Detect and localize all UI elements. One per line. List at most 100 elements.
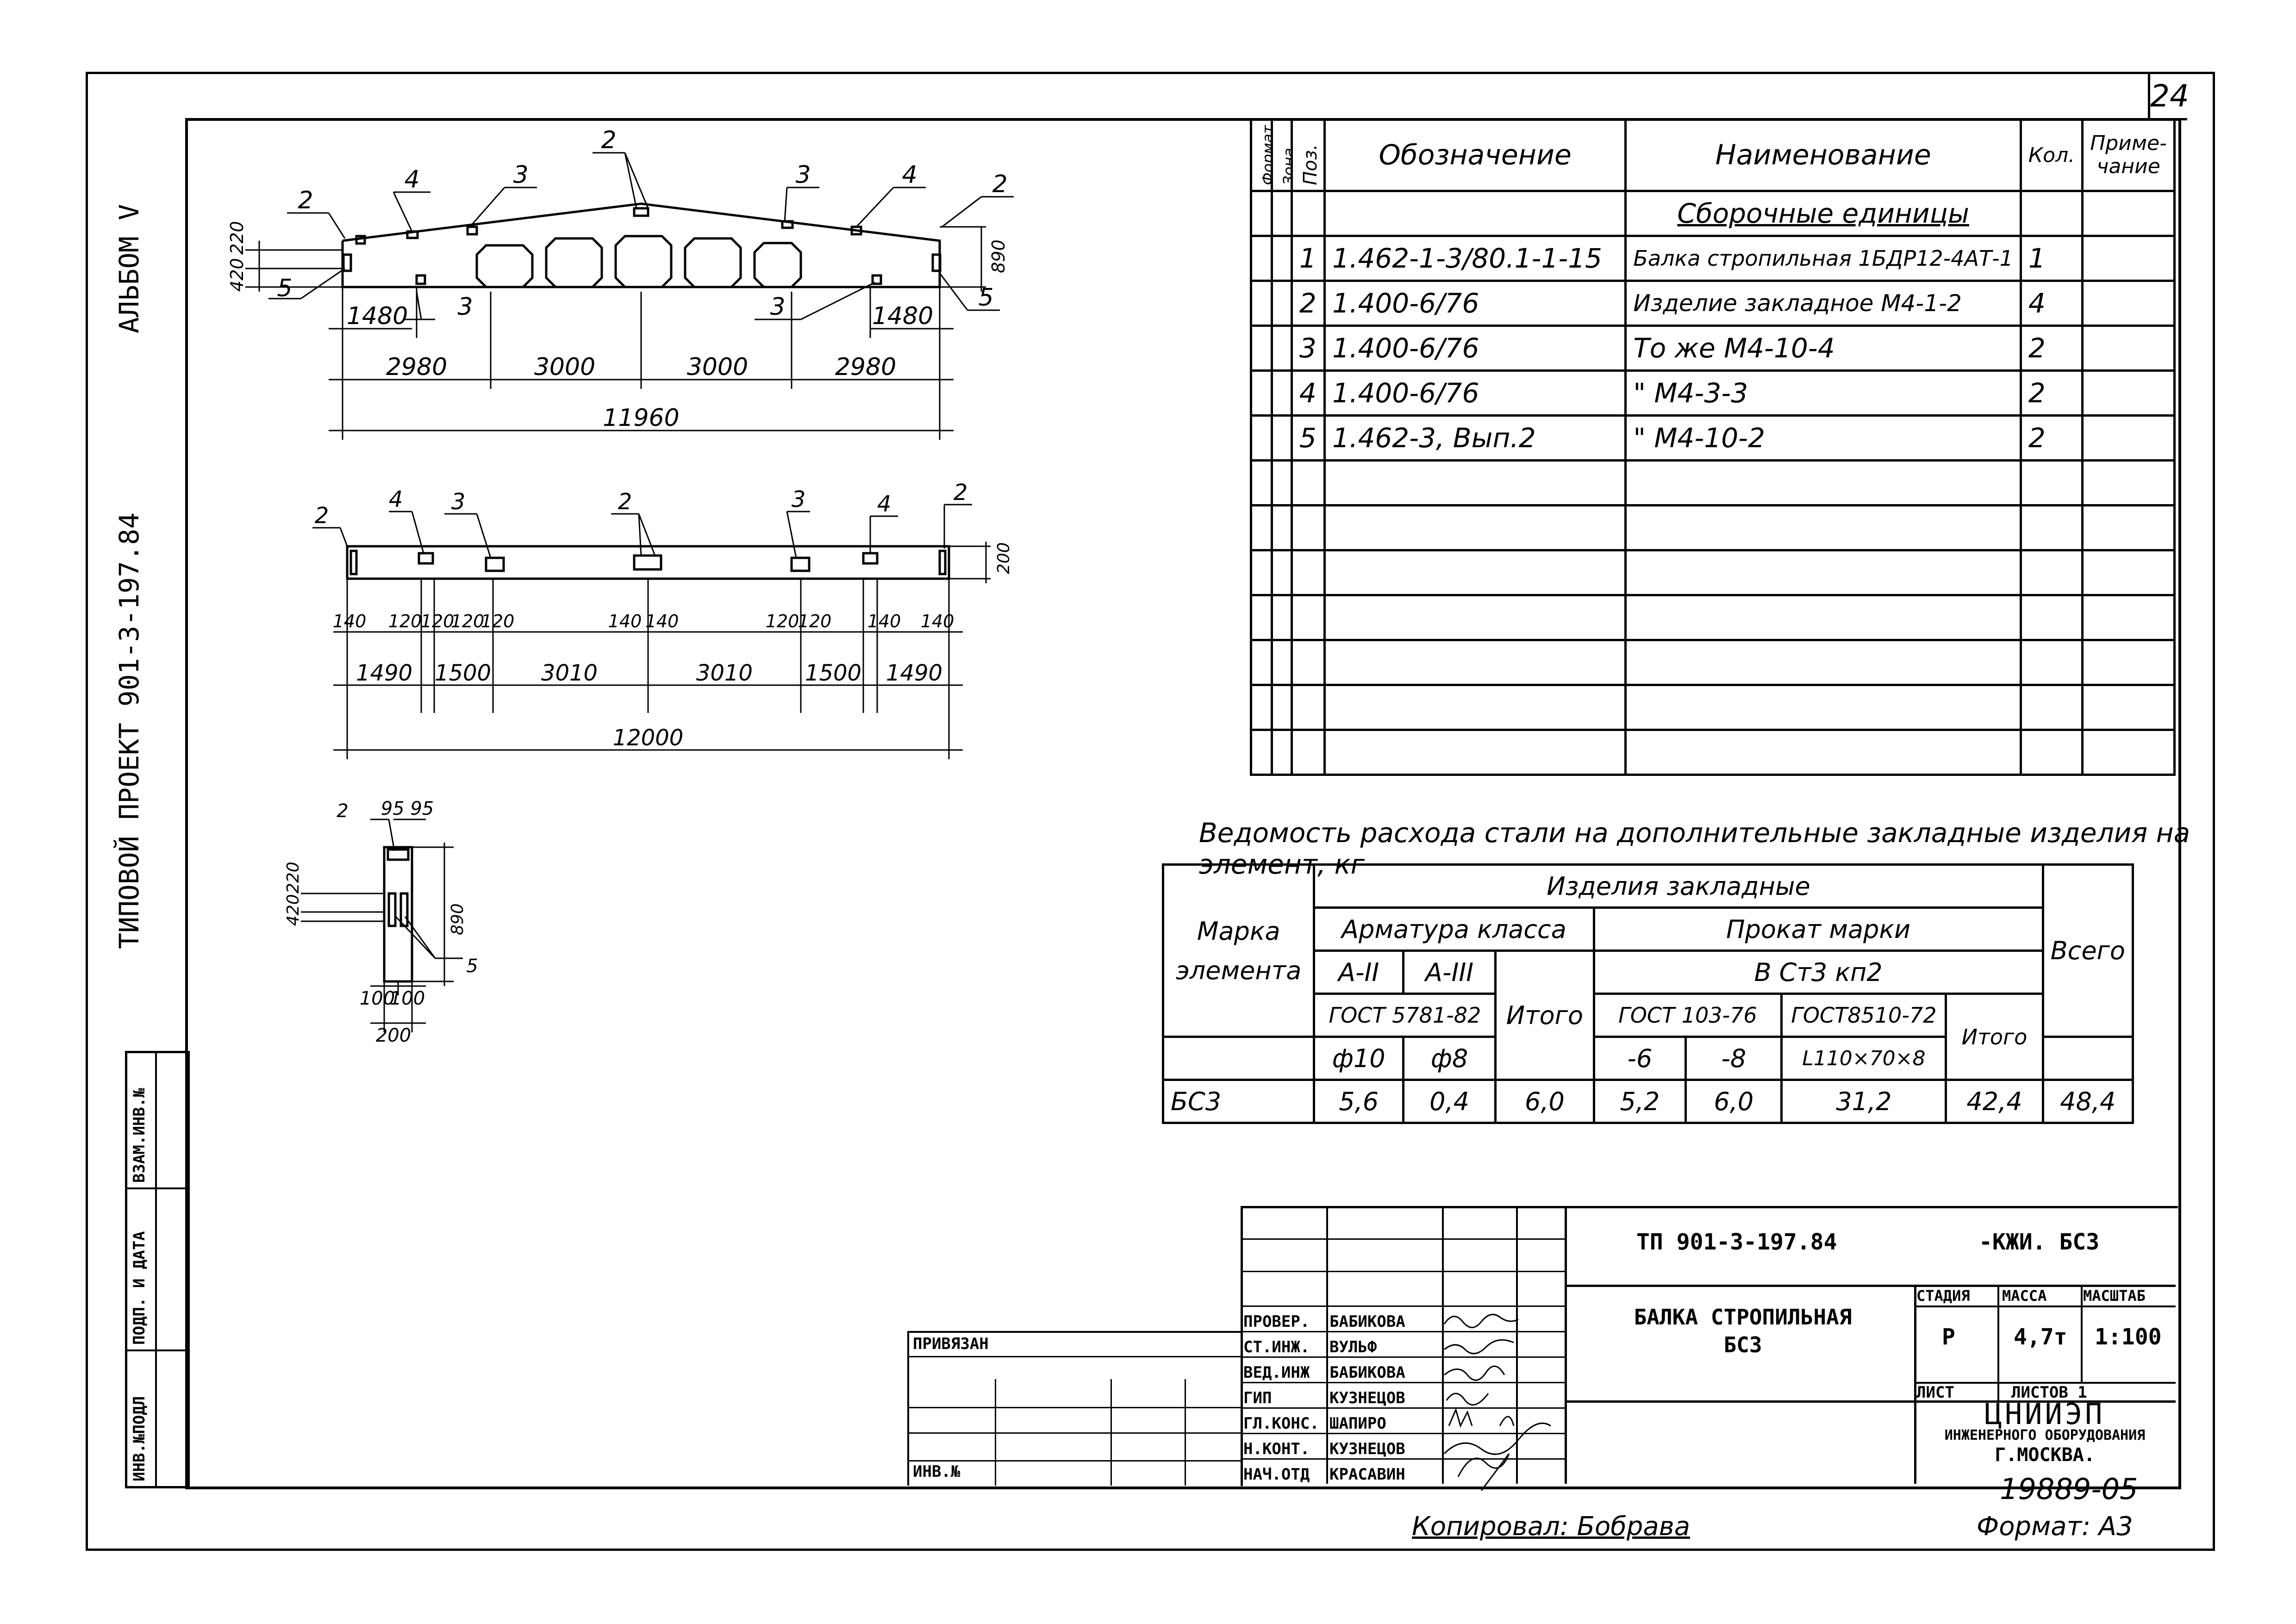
mass-value: 4,7т bbox=[2014, 1324, 2067, 1350]
person-name: КУЗНЕЦОВ bbox=[1329, 1440, 1405, 1458]
elev-callout: 3 bbox=[795, 161, 811, 189]
elev-dim-total: 11960 bbox=[603, 404, 679, 432]
plan-callout: 2 bbox=[315, 503, 329, 529]
plan-dim-small: 140 bbox=[867, 611, 901, 631]
copied-by: Копировал: Бобрава bbox=[1412, 1512, 1691, 1542]
h-gost103: ГОСТ 103-76 bbox=[1592, 993, 1783, 1038]
section-dim-100-right: 100 bbox=[390, 988, 425, 1009]
h-d10: ф10 bbox=[1313, 1036, 1404, 1081]
plan-callout: 2 bbox=[618, 489, 632, 515]
specification-table: Формат Зона Поз. Обозначение Наименовани… bbox=[1250, 118, 2176, 776]
album-label: АЛЬБОМ V bbox=[113, 204, 145, 333]
plan-dim-seg: 1500 bbox=[435, 660, 491, 686]
elev-dim-1480-right: 1480 bbox=[872, 302, 933, 330]
row-pos: 3 bbox=[1290, 325, 1326, 372]
person-name: БАБИКОВА bbox=[1329, 1363, 1405, 1382]
row-qty: 4 bbox=[2019, 280, 2084, 327]
row-g103-8: 6,0 bbox=[1685, 1079, 1783, 1124]
h-gost8510: ГОСТ8510-72 bbox=[1780, 993, 1947, 1038]
h-element: Марка элемента bbox=[1161, 863, 1316, 1038]
row-pos: 1 bbox=[1290, 235, 1326, 282]
row-name: Изделие закладное М4-1-2 bbox=[1624, 280, 2022, 327]
elev-callout: 4 bbox=[404, 166, 419, 194]
person-name: КРАСАВИН bbox=[1329, 1465, 1405, 1484]
h-itogo-rebar: Итого bbox=[1494, 949, 1595, 1081]
elev-dim-seg: 2980 bbox=[386, 353, 447, 381]
org-subtitle: ИНЖЕНЕРНОГО ОБОРУДОВАНИЯ bbox=[1944, 1427, 2146, 1443]
role: Н.КОНТ. bbox=[1243, 1440, 1310, 1458]
plan-callout: 4 bbox=[877, 491, 892, 517]
row-total: 48,4 bbox=[2041, 1079, 2134, 1124]
row-itogo2: 42,4 bbox=[1945, 1079, 2044, 1124]
plan-dim-small: 140 bbox=[921, 611, 955, 631]
row-designation: 1.462-3, Вып.2 bbox=[1323, 414, 1627, 462]
scale-label: МАСШТАБ bbox=[2083, 1287, 2146, 1305]
elev-callout: 4 bbox=[902, 161, 917, 189]
inner-frame bbox=[185, 118, 2181, 1489]
linked-block: ПРИВЯЗАН ИНВ.№ bbox=[907, 1331, 1242, 1486]
section-dim-890: 890 bbox=[448, 903, 467, 935]
sheets-label: ЛИСТОВ 1 bbox=[2011, 1383, 2087, 1402]
h-rebar: Арматура класса bbox=[1313, 906, 1595, 952]
elev-callout: 5 bbox=[277, 275, 292, 302]
plan-dim-seg: 3010 bbox=[696, 660, 753, 686]
section-top-dims: 95 95 bbox=[381, 798, 434, 819]
h-steel-grade: В Ст3 кп2 bbox=[1592, 949, 2044, 995]
role: НАЧ.ОТД bbox=[1243, 1465, 1310, 1484]
plan-callout: 3 bbox=[451, 489, 466, 515]
plan-dim-small: 120 bbox=[388, 611, 422, 631]
plan-dim-small: 120 bbox=[451, 611, 485, 631]
section-dim-200: 200 bbox=[376, 1025, 411, 1046]
beam-plan-drawing: 2 4 3 2 3 4 2 140 120 120 120 120 140 14… bbox=[312, 481, 1013, 759]
section-dim-220: 220 bbox=[284, 862, 303, 893]
drawing-title: БАЛКА СТРОПИЛЬНАЯ БС3 bbox=[1634, 1305, 1852, 1357]
plan-dim-seg: 1490 bbox=[356, 660, 412, 686]
plan-dim-seg: 3010 bbox=[541, 660, 598, 686]
elev-dim-seg: 2980 bbox=[835, 353, 896, 381]
plan-dim-200: 200 bbox=[994, 542, 1013, 574]
beam-section-drawing: 2 95 95 5 100 100 200 420 220 890 bbox=[284, 798, 478, 1046]
plan-callout: 2 bbox=[954, 481, 968, 506]
plan-dim-small: 120 bbox=[481, 611, 515, 631]
section-dim-100-left: 100 bbox=[360, 988, 395, 1009]
role: ПРОВЕР. bbox=[1243, 1312, 1310, 1331]
stamp-inv-original: ИНВ.№ПОДЛ bbox=[130, 1396, 149, 1481]
org-name: ЦНИИЭП bbox=[1984, 1397, 2105, 1431]
org-city: Г.МОСКВА. bbox=[1995, 1444, 2095, 1466]
outer-border bbox=[86, 72, 2215, 1551]
role: ВЕД.ИНЖ bbox=[1243, 1363, 1310, 1382]
person-name: ШАПИРО bbox=[1329, 1414, 1386, 1433]
row-pos: 4 bbox=[1290, 369, 1326, 417]
header-format: Формат bbox=[1259, 125, 1272, 185]
stage-label: СТАДИЯ bbox=[1916, 1287, 1970, 1305]
plan-dim-seg: 1490 bbox=[886, 660, 942, 686]
elev-callout: 2 bbox=[601, 126, 616, 154]
h-products: Изделия закладные bbox=[1313, 863, 2044, 909]
scale-value: 1:100 bbox=[2095, 1324, 2162, 1350]
plan-callout: 4 bbox=[389, 487, 403, 512]
plan-dim-small: 120 bbox=[798, 611, 832, 631]
h-total: Всего bbox=[2041, 863, 2134, 1038]
title-block bbox=[1241, 1206, 2178, 1486]
header-designation: Обозначение bbox=[1323, 118, 1627, 192]
inv-label: ИНВ.№ bbox=[913, 1462, 961, 1481]
row-qty: 2 bbox=[2019, 325, 2084, 372]
sheet-number: 24 bbox=[2150, 78, 2189, 114]
header-pos: Поз. bbox=[1299, 144, 1321, 185]
elev-dim-seg: 3000 bbox=[687, 353, 748, 381]
section-dim-420: 420 bbox=[284, 894, 303, 926]
section-callout-5: 5 bbox=[466, 956, 478, 977]
doc-code: ТП 901-3-197.84 bbox=[1636, 1229, 1837, 1255]
beam-elevation-drawing: 2 4 3 2 3 4 2 5 3 3 5 1480 1480 2980 300… bbox=[227, 126, 1014, 440]
title-block-left bbox=[1241, 1206, 1567, 1484]
stamp-sign-date: ПОДП. И ДАТА bbox=[130, 1231, 149, 1345]
h-itogo-rolled: Итого bbox=[1945, 993, 2044, 1081]
steel-consumption-table: Марка элемента Изделия закладные Всего А… bbox=[1161, 863, 2134, 1124]
mass-label: МАССА bbox=[2002, 1287, 2047, 1305]
row-name: Балка стропильная 1БДР12-4АТ-1 bbox=[1624, 235, 2022, 282]
elev-callout: 5 bbox=[978, 284, 993, 312]
row-pos: 5 bbox=[1290, 414, 1326, 462]
plan-dim-small: 140 bbox=[608, 611, 642, 631]
stage-value: Р bbox=[1942, 1324, 1955, 1350]
